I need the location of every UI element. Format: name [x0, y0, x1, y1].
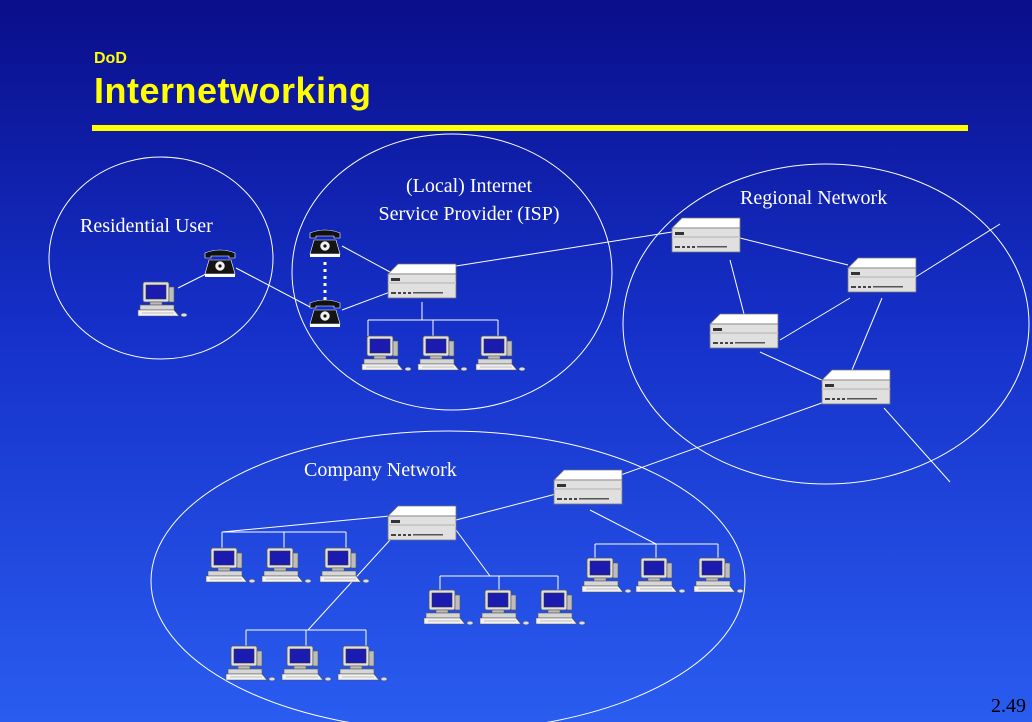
pc-icon [319, 547, 370, 584]
company-network-label: Company Network [304, 459, 457, 481]
company-boundary [150, 430, 746, 722]
telephone-icon [309, 229, 341, 258]
isp-label-line2: Service Provider (ISP) [378, 203, 559, 225]
page-number: 2.49 [991, 695, 1026, 717]
regional-network-label: Regional Network [740, 187, 887, 209]
telephone-icon [309, 299, 341, 328]
pc-icon [423, 589, 474, 626]
pc-icon [417, 335, 468, 372]
pc-icon [581, 557, 632, 594]
title-underline [92, 125, 968, 131]
pc-icon [205, 547, 256, 584]
pc-icon [635, 557, 686, 594]
regional-router-icon [847, 257, 917, 293]
slide-title: Internetworking [94, 70, 372, 111]
regional-router-icon [709, 313, 779, 349]
pc-icon [337, 645, 388, 682]
pc-icon [535, 589, 586, 626]
regional-router-icon [821, 369, 891, 405]
regional-router-icon [671, 217, 741, 253]
pc-icon [693, 557, 744, 594]
residential-boundary [48, 156, 274, 360]
isp-router-icon [387, 263, 457, 299]
residential-user-label: Residential User [80, 215, 213, 237]
isp-boundary [291, 133, 613, 411]
slide-subtitle: DoD [94, 50, 127, 67]
regional-boundary [622, 163, 1030, 485]
pc-icon [225, 645, 276, 682]
telephone-icon [204, 249, 236, 278]
pc-icon [479, 589, 530, 626]
pc-icon [361, 335, 412, 372]
pc-icon [281, 645, 332, 682]
isp-label-line1: (Local) Internet [406, 175, 532, 197]
company-router-icon [553, 469, 623, 505]
pc-icon [475, 335, 526, 372]
pc-icon [261, 547, 312, 584]
company-router-icon [387, 505, 457, 541]
